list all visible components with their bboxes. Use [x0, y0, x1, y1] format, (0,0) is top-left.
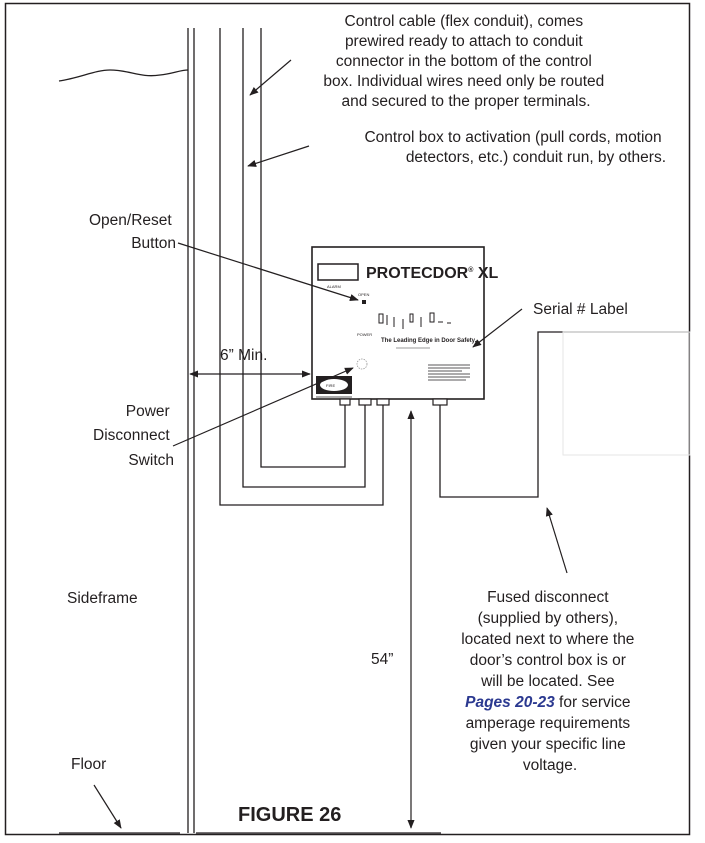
alarm-label: ALARM — [327, 284, 341, 289]
floor-arrow — [93, 784, 122, 829]
power-disconnect-arrow — [172, 367, 354, 447]
control-cable-conduit-inner — [242, 28, 366, 488]
alarm-window — [317, 263, 359, 281]
sideframe-label: Sideframe — [67, 590, 138, 607]
conduit-connector-2 — [358, 398, 372, 406]
logo-badge: FIRE — [316, 376, 352, 394]
open-reset-arrow — [177, 242, 359, 301]
brand-name: PROTECDOR® XL — [366, 265, 499, 282]
conduit-connector-4 — [432, 398, 448, 406]
control-box: PROTECDOR® XL ALARM OPEN POWER The Leadi… — [311, 246, 499, 406]
open-reset-callout: Open/Reset Button — [89, 212, 176, 252]
power-switch — [356, 358, 368, 370]
fused-disconnect-box — [562, 331, 691, 456]
serial-label-arrow — [472, 308, 523, 348]
activation-conduit-arrow — [247, 145, 310, 167]
svg-text:FIRE: FIRE — [326, 383, 335, 388]
activation-conduit — [219, 28, 384, 506]
fineprint-block — [428, 364, 470, 381]
open-reset-button — [362, 300, 366, 304]
serial-label-callout: Serial # Label — [533, 301, 628, 318]
floor-label: Floor — [71, 756, 106, 773]
terminal-marks — [378, 312, 451, 329]
open-label: OPEN — [358, 292, 369, 297]
activation-conduit-callout: Control box to activation (pull cords, m… — [364, 129, 666, 166]
fused-disconnect-callout: Fused disconnect (supplied by others), l… — [461, 589, 639, 774]
height-label: 54” — [371, 651, 393, 668]
six-min-label: 6” Min. — [220, 347, 267, 364]
tagline: The Leading Edge in Door Safety. — [381, 338, 477, 344]
control-cable-conduit — [260, 28, 346, 468]
control-cable-arrow — [249, 59, 292, 96]
figure-title: FIGURE 26 — [238, 804, 341, 826]
control-cable-callout: Control cable (flex conduit), comes prew… — [323, 13, 608, 110]
conduit-connector-3 — [376, 398, 390, 406]
power-disconnect-callout: Power Disconnect Switch — [93, 403, 174, 469]
fused-disconnect-arrow — [545, 507, 568, 574]
pages-link[interactable]: Pages 20-23 — [465, 694, 555, 711]
conduit-connector-1 — [339, 398, 351, 406]
wall-break-line — [58, 69, 189, 82]
power-label: POWER — [357, 332, 372, 337]
